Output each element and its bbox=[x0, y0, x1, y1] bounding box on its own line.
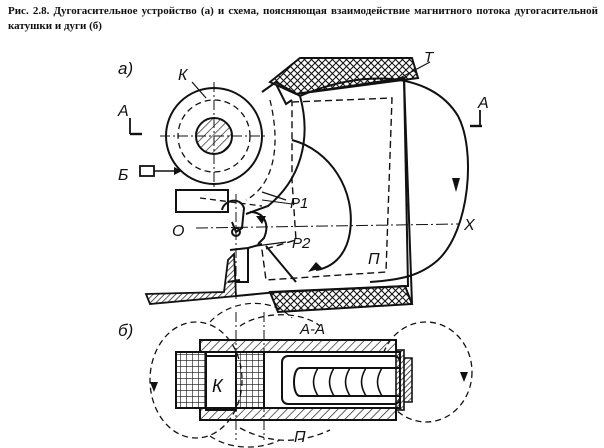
panel-a-drawing bbox=[129, 57, 482, 314]
label-coil-K: К bbox=[178, 67, 189, 84]
arm-P2 bbox=[229, 243, 263, 283]
label-arc-T: Т bbox=[424, 49, 435, 66]
pole-piece bbox=[245, 80, 306, 215]
moving-contact bbox=[221, 199, 246, 234]
label-section-A-left: А bbox=[117, 103, 129, 120]
coil-section-grid bbox=[175, 351, 207, 409]
top-hatched-plate bbox=[268, 57, 420, 96]
figure-caption: Рис. 2.8. Дугогасительное устройство (а)… bbox=[8, 5, 598, 32]
label-coil-K-b: К bbox=[212, 376, 224, 396]
lower-lever bbox=[144, 251, 237, 305]
plate-top bbox=[199, 339, 397, 353]
arc-path-T bbox=[299, 77, 470, 283]
dashed-plate-outline bbox=[261, 97, 393, 281]
inner-arc bbox=[291, 139, 352, 271]
label-X: Х bbox=[463, 217, 476, 234]
label-P-a: П bbox=[368, 251, 380, 268]
terminal-B-box bbox=[139, 165, 155, 177]
label-terminal-B: Б bbox=[118, 167, 128, 184]
label-section-A-right: А bbox=[477, 95, 489, 112]
arc-arrow-down bbox=[452, 178, 460, 192]
plate-bottom bbox=[199, 407, 397, 421]
fixed-contact-bar bbox=[175, 189, 229, 213]
axis-O-X bbox=[195, 223, 461, 229]
panel-b-drawing bbox=[149, 302, 473, 448]
chute-outer-wall bbox=[277, 76, 410, 293]
label-section-AA: А-А bbox=[299, 321, 325, 338]
label-O: О bbox=[172, 223, 184, 240]
label-P-b: П bbox=[294, 429, 306, 446]
label-P2: Р2 bbox=[292, 235, 311, 252]
label-panel-b: б) bbox=[118, 321, 133, 340]
label-P1: Р1 bbox=[290, 195, 308, 212]
label-panel-a: а) bbox=[118, 59, 133, 78]
